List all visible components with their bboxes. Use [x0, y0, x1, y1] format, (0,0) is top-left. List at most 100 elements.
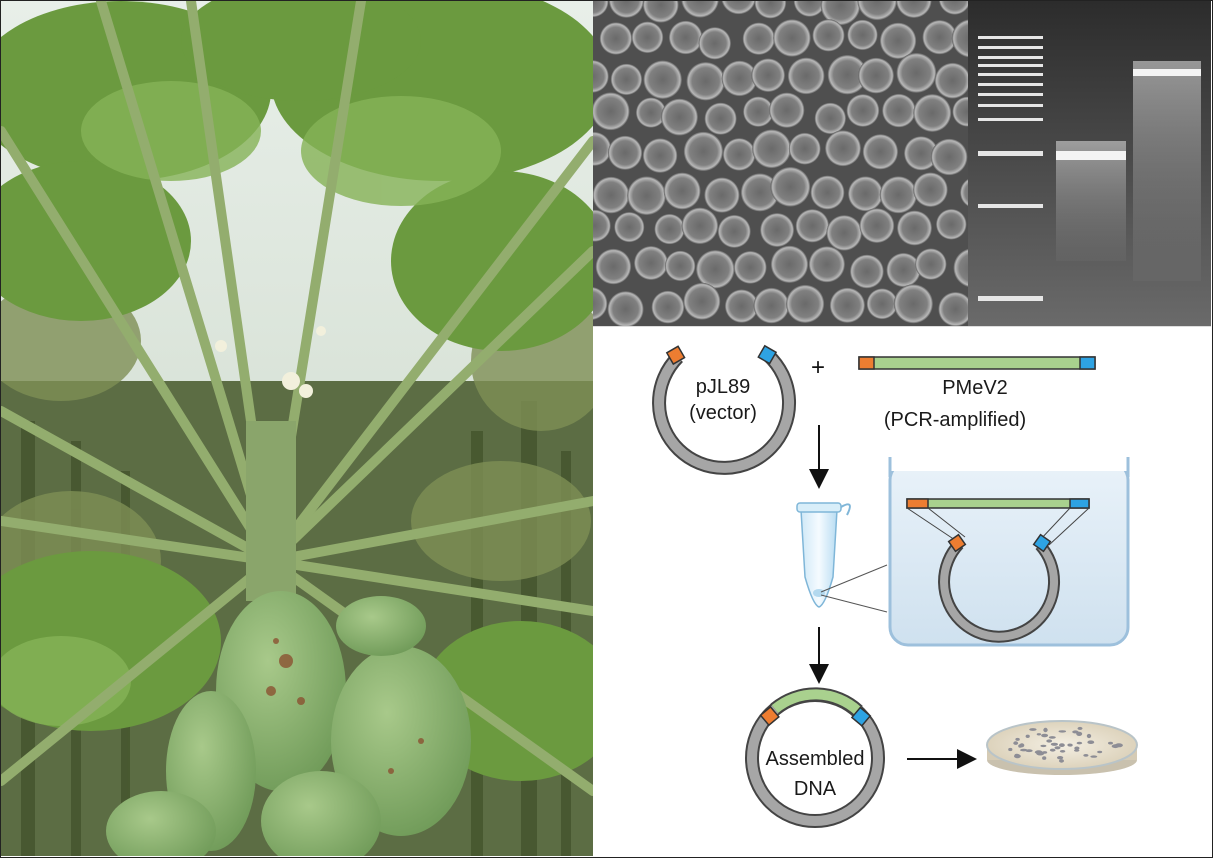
micrograph-image — [593, 1, 968, 326]
virus-particle — [683, 282, 721, 320]
bacterial-colony — [1086, 733, 1092, 739]
virus-particle — [608, 135, 643, 170]
virus-particle — [740, 173, 779, 212]
agarose-gel — [968, 1, 1211, 326]
bacterial-colony — [1074, 746, 1080, 750]
cloning-diagram-svg: pJL89 (vector) + PMeV2 (PCR-amplified) — [652, 344, 1138, 828]
tank-insert — [906, 498, 1090, 509]
virus-particle — [952, 96, 968, 127]
virus-particle — [896, 1, 932, 18]
bacterial-colony — [1090, 755, 1098, 758]
virus-particle — [607, 291, 644, 326]
bacterial-colony — [1019, 743, 1025, 748]
virus-particle — [724, 289, 759, 323]
bacterial-colony — [1029, 728, 1037, 731]
bacterial-colony — [1108, 741, 1113, 745]
virus-particle — [722, 138, 756, 171]
virus-particle — [760, 213, 795, 247]
bacterial-colony — [1015, 737, 1020, 741]
vector-plasmid — [652, 344, 797, 475]
bacterial-colony — [1057, 756, 1064, 760]
bacterial-colony — [1059, 750, 1066, 753]
virus-particle — [599, 22, 633, 55]
virus-particle — [610, 63, 643, 96]
bacterial-colony — [1054, 746, 1061, 750]
bacterial-colony — [1008, 747, 1013, 752]
bacterial-colony — [1058, 730, 1067, 733]
virus-particle — [698, 27, 731, 60]
virus-particle — [862, 134, 899, 170]
bacterial-colony — [1076, 741, 1083, 745]
bacterial-colony — [1059, 743, 1065, 747]
virus-particle — [913, 172, 948, 207]
papaya-photo-illustration — [1, 1, 593, 856]
virus-particle — [642, 1, 679, 23]
bacterial-colony — [1025, 749, 1033, 753]
plus-sign: + — [811, 354, 825, 381]
virus-particle — [938, 1, 968, 15]
bacterial-colony — [1050, 742, 1058, 746]
virus-particle — [704, 102, 737, 135]
cloning-diagram: pJL89 (vector) + PMeV2 (PCR-amplified) — [593, 326, 1211, 857]
bacterial-colony — [1013, 741, 1019, 745]
virus-particle — [721, 1, 756, 15]
virus-particle — [627, 176, 666, 216]
virus-particle — [593, 131, 612, 166]
vector-left-end — [665, 345, 686, 366]
virus-particle — [897, 210, 932, 246]
virus-particle — [770, 166, 811, 207]
virus-particle — [651, 290, 685, 324]
virus-particle — [808, 246, 845, 283]
reaction-vessel — [888, 457, 1130, 647]
lane-3-band — [1133, 69, 1201, 76]
virus-particle — [631, 21, 664, 54]
virus-particle — [743, 96, 774, 127]
vector-label-desc: (vector) — [689, 402, 757, 424]
virus-particle — [754, 1, 787, 19]
assembled-plasmid — [745, 687, 885, 828]
virus-particle — [850, 254, 884, 289]
bacterial-colony — [1083, 754, 1089, 757]
bacterial-colony — [1046, 739, 1053, 743]
bacterial-colony — [1059, 759, 1064, 763]
virus-particle — [614, 212, 645, 243]
pcr-insert — [858, 356, 1096, 370]
assembled-label-line1: Assembled — [766, 748, 865, 770]
bacterial-colony — [1014, 753, 1019, 757]
virus-particle — [951, 19, 968, 58]
virus-particle — [904, 136, 939, 171]
virus-particle — [642, 138, 678, 173]
virus-particle — [913, 94, 952, 132]
virus-particle — [733, 251, 767, 284]
virus-particle — [886, 252, 921, 288]
virus-particle — [665, 250, 696, 282]
gel-image — [968, 1, 1211, 326]
virus-particle — [717, 214, 751, 248]
virus-particle — [593, 60, 609, 93]
virus-particle — [643, 60, 682, 99]
virus-particle — [788, 132, 821, 165]
virus-particle — [786, 284, 825, 323]
virus-particle — [827, 54, 868, 95]
bacterial-colony — [1049, 748, 1056, 752]
insert-label-name: PMeV2 — [942, 377, 1008, 399]
microcentrifuge-tube — [796, 502, 851, 608]
virus-particle — [668, 20, 703, 55]
bacterial-colony — [1048, 736, 1056, 739]
bacterial-colony — [1097, 750, 1103, 754]
virus-particle — [879, 22, 917, 59]
virus-particle — [879, 176, 917, 214]
virus-particle — [814, 102, 846, 135]
virus-particle — [751, 58, 785, 92]
virus-particle — [753, 287, 790, 324]
virus-particle — [770, 245, 809, 283]
virus-particle — [634, 246, 668, 280]
virus-particle — [848, 176, 883, 212]
bacterial-colony — [1042, 756, 1047, 760]
bacterial-colony — [1025, 734, 1030, 738]
virus-particle — [769, 92, 805, 128]
virus-particle — [795, 209, 829, 243]
bacterial-colony — [1087, 740, 1095, 744]
virus-particle — [595, 248, 632, 285]
virus-particle — [793, 1, 826, 17]
